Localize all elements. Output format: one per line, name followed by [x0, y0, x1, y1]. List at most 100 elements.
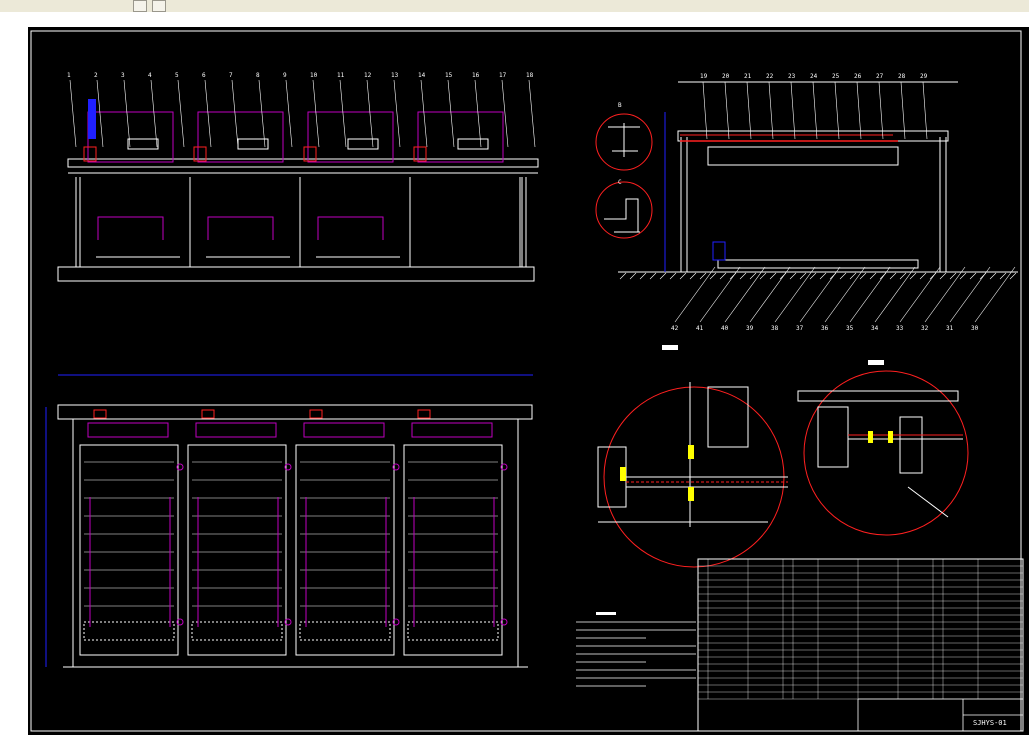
- plan-pulley: [176, 618, 184, 626]
- plan-panel-motor: [201, 409, 215, 419]
- elev-motor-red: [303, 146, 317, 162]
- detail-1-tag: [662, 345, 678, 350]
- plan-mesh: [191, 621, 283, 641]
- callout-number: 40: [721, 325, 729, 332]
- orbit-icon[interactable]: [152, 0, 166, 12]
- side-top-beam: [677, 130, 949, 142]
- drawing-number: SJHYS-01: [973, 719, 1007, 727]
- plan-panel-motor: [309, 409, 323, 419]
- leader-line: [790, 81, 796, 140]
- callout-number: 27: [876, 73, 884, 80]
- callout-number: 4: [148, 72, 152, 79]
- callout-number: 42: [671, 325, 679, 332]
- plan-pulley: [392, 618, 400, 626]
- leader-line: [69, 79, 77, 148]
- elev-frame-magenta: [417, 111, 504, 163]
- detail-circle-c: [595, 181, 653, 239]
- leader-line: [393, 79, 401, 148]
- callout-number: 28: [898, 73, 906, 80]
- plan-pulley: [284, 463, 292, 471]
- detail-b-lines: [608, 123, 640, 157]
- plan-panel-header: [303, 422, 385, 438]
- plan-mesh: [299, 621, 391, 641]
- base-slab: [57, 266, 535, 282]
- leader-line: [123, 79, 131, 148]
- d2-housing: [817, 406, 849, 468]
- callout-number: 33: [896, 325, 904, 332]
- technical-requirements-notes: [576, 612, 696, 687]
- plan-panel: [295, 444, 395, 656]
- d2-bolt-1: [868, 431, 873, 443]
- leader-line: [724, 266, 766, 323]
- leader-line: [900, 81, 906, 140]
- detail-b-label: B: [618, 102, 622, 109]
- leader-line: [849, 266, 891, 323]
- d2-beam: [797, 390, 959, 402]
- d2-bolt-2: [888, 431, 893, 443]
- callout-number: 39: [746, 325, 754, 332]
- detail-2-tag: [868, 360, 884, 365]
- leader-line: [420, 79, 428, 148]
- callout-number: 30: [971, 325, 979, 332]
- detail-circles: B C: [595, 102, 653, 239]
- elev-motor-red: [193, 146, 207, 162]
- leader-line: [96, 79, 104, 148]
- plan-panel-header: [411, 422, 493, 438]
- plan-top-rail: [57, 404, 533, 420]
- callout-number: 5: [175, 72, 179, 79]
- pan-icon[interactable]: [133, 0, 147, 12]
- callout-number: 8: [256, 72, 260, 79]
- leader-line: [150, 79, 158, 148]
- leader-line: [339, 79, 347, 148]
- callout-number: 29: [920, 73, 928, 80]
- sill: [717, 259, 919, 269]
- d1-bolt-1: [688, 445, 694, 459]
- leader-line: [812, 81, 818, 140]
- callout-number: 32: [921, 325, 929, 332]
- leader-line: [746, 81, 752, 140]
- leader-line: [874, 266, 916, 323]
- leader-line: [774, 266, 816, 323]
- plan-pulley: [284, 618, 292, 626]
- plan-pulley: [176, 463, 184, 471]
- callout-number: 23: [788, 73, 796, 80]
- leader-line: [749, 266, 791, 323]
- callout-number: 11: [337, 72, 345, 79]
- plan-panel-header: [195, 422, 277, 438]
- side-section-view: [618, 81, 1018, 280]
- drive-box: [707, 146, 899, 166]
- elev-gearbox: [457, 138, 489, 150]
- leader-line: [366, 79, 374, 148]
- notes-heading-bar: [596, 612, 616, 615]
- title-block-frame: [697, 558, 1024, 732]
- enlarged-details: [597, 345, 969, 568]
- leader-line: [231, 79, 239, 148]
- plan-pulley: [500, 463, 508, 471]
- callout-number: 35: [846, 325, 854, 332]
- callout-number: 1: [67, 72, 71, 79]
- drawing-border: [30, 30, 1022, 732]
- elev-motor-red: [83, 146, 97, 162]
- elev-frame-magenta: [307, 111, 394, 163]
- callout-number: 41: [696, 325, 704, 332]
- callout-number: 6: [202, 72, 206, 79]
- blue-bracket: [712, 241, 726, 261]
- leader-line: [501, 79, 509, 148]
- detail-circle-b: [595, 113, 653, 171]
- leader-line: [447, 79, 455, 148]
- plan-panel-header: [87, 422, 169, 438]
- plan-panel: [403, 444, 503, 656]
- callout-number: 22: [766, 73, 774, 80]
- leader-line: [474, 79, 482, 148]
- leader-line: [899, 266, 941, 323]
- front-elevation-view: [57, 99, 539, 282]
- callout-number: 9: [283, 72, 287, 79]
- elev-gearbox: [237, 138, 269, 150]
- leader-line: [699, 266, 741, 323]
- d2-sprocket: [899, 416, 923, 474]
- callout-number: 7: [229, 72, 233, 79]
- elev-blue-handle: [88, 99, 96, 139]
